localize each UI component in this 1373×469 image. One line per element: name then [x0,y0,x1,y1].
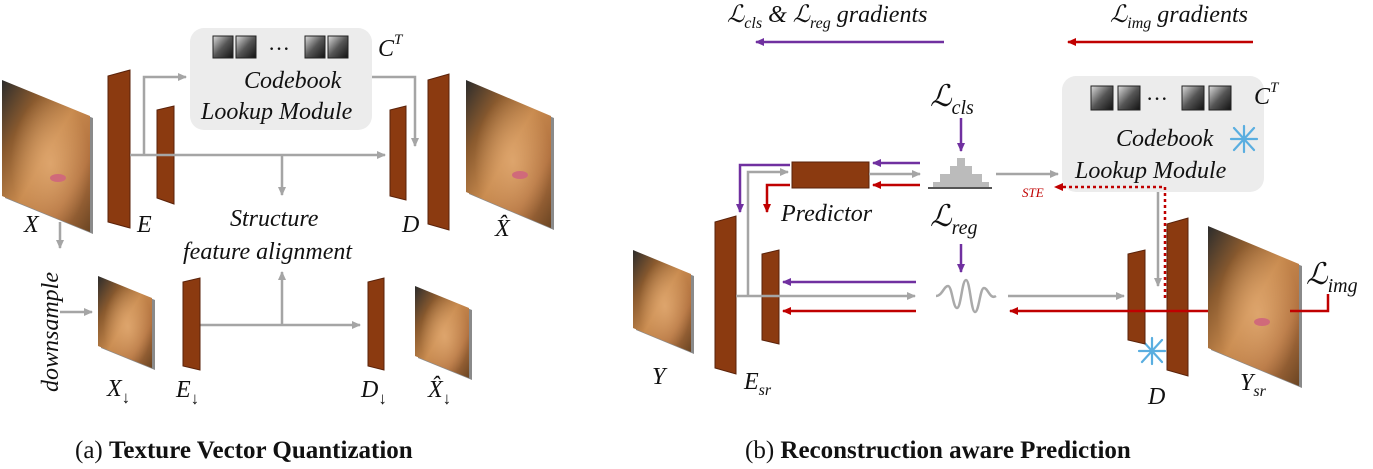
label-ct: CT [378,32,404,62]
decoder-block-small [389,105,407,201]
label-ysr: Ysr [1240,370,1267,400]
caption-a: (a) Texture Vector Quantization [75,437,413,464]
panel-b: ℒcls & ℒreg gradients ℒimg gradients Y E… [633,2,1358,464]
esr-block-large [714,215,737,375]
label-esr: Esr [743,369,772,399]
label-edown: E↓ [175,377,199,408]
panel-a: X E ··· Codebook Lookup Module CT D X̂ [2,28,554,464]
encoder-block-down [182,277,201,371]
label-e: E [136,212,152,238]
structure-label-1: Structure [230,206,319,232]
codebook-cube-icon-b [1090,85,1232,111]
label-ddown: D↓ [360,377,387,408]
label-ct-b: CT [1254,80,1280,110]
decoder-block-small-b [1127,249,1146,345]
codebook-label-2: Lookup Module [200,99,353,125]
predictor-block [791,161,870,189]
ste-label: STE [1022,185,1044,200]
decoder-block-down [367,277,385,371]
dog-image-x [2,80,93,234]
label-xhatdown: X̂↓ [427,376,451,408]
panel-b-gray-arrows [736,168,1162,300]
legend-red-label: ℒimg gradients [1110,2,1248,32]
codebook-b-label-2: Lookup Module [1074,158,1227,184]
dog-image-xdown [98,276,155,370]
caption-b: (b) Reconstruction aware Prediction [745,437,1131,464]
limg-label: ℒimg [1306,258,1358,297]
label-d: D [401,212,419,238]
dog-image-xhat [466,80,554,230]
dog-image-y [633,250,694,354]
panel-b-purple-arrows [736,159,920,286]
codebook-label-1: Codebook [244,68,342,94]
downsample-label: downsample [38,272,64,392]
dog-image-ysr [1208,226,1302,388]
lcls-label: ℒcls [930,80,974,119]
snowflake-icon [1229,124,1259,154]
structure-label-2: feature alignment [183,239,353,265]
panel-a-arrows [56,73,419,329]
predictor-label: Predictor [780,201,873,227]
label-xdown: X↓ [106,376,130,407]
codebook-cube-icon [212,35,349,59]
lreg-label: ℒreg [930,200,978,239]
wave-icon [935,278,997,314]
codebook-b-label-1: Codebook [1116,126,1214,152]
label-y: Y [652,364,668,390]
histogram-icon [928,158,992,189]
label-xhat: X̂ [494,215,511,242]
label-d-b: D [1147,384,1165,410]
encoder-block-large [107,69,131,229]
label-x: X [23,212,40,238]
codebook-dots-b: ··· [1146,86,1168,111]
codebook-dots: ··· [268,36,290,61]
legend-purple-label: ℒcls & ℒreg gradients [727,2,927,32]
decoder-block-large [427,73,450,231]
decoder-block-large-b [1166,217,1189,377]
dog-image-xhatdown [415,286,472,380]
